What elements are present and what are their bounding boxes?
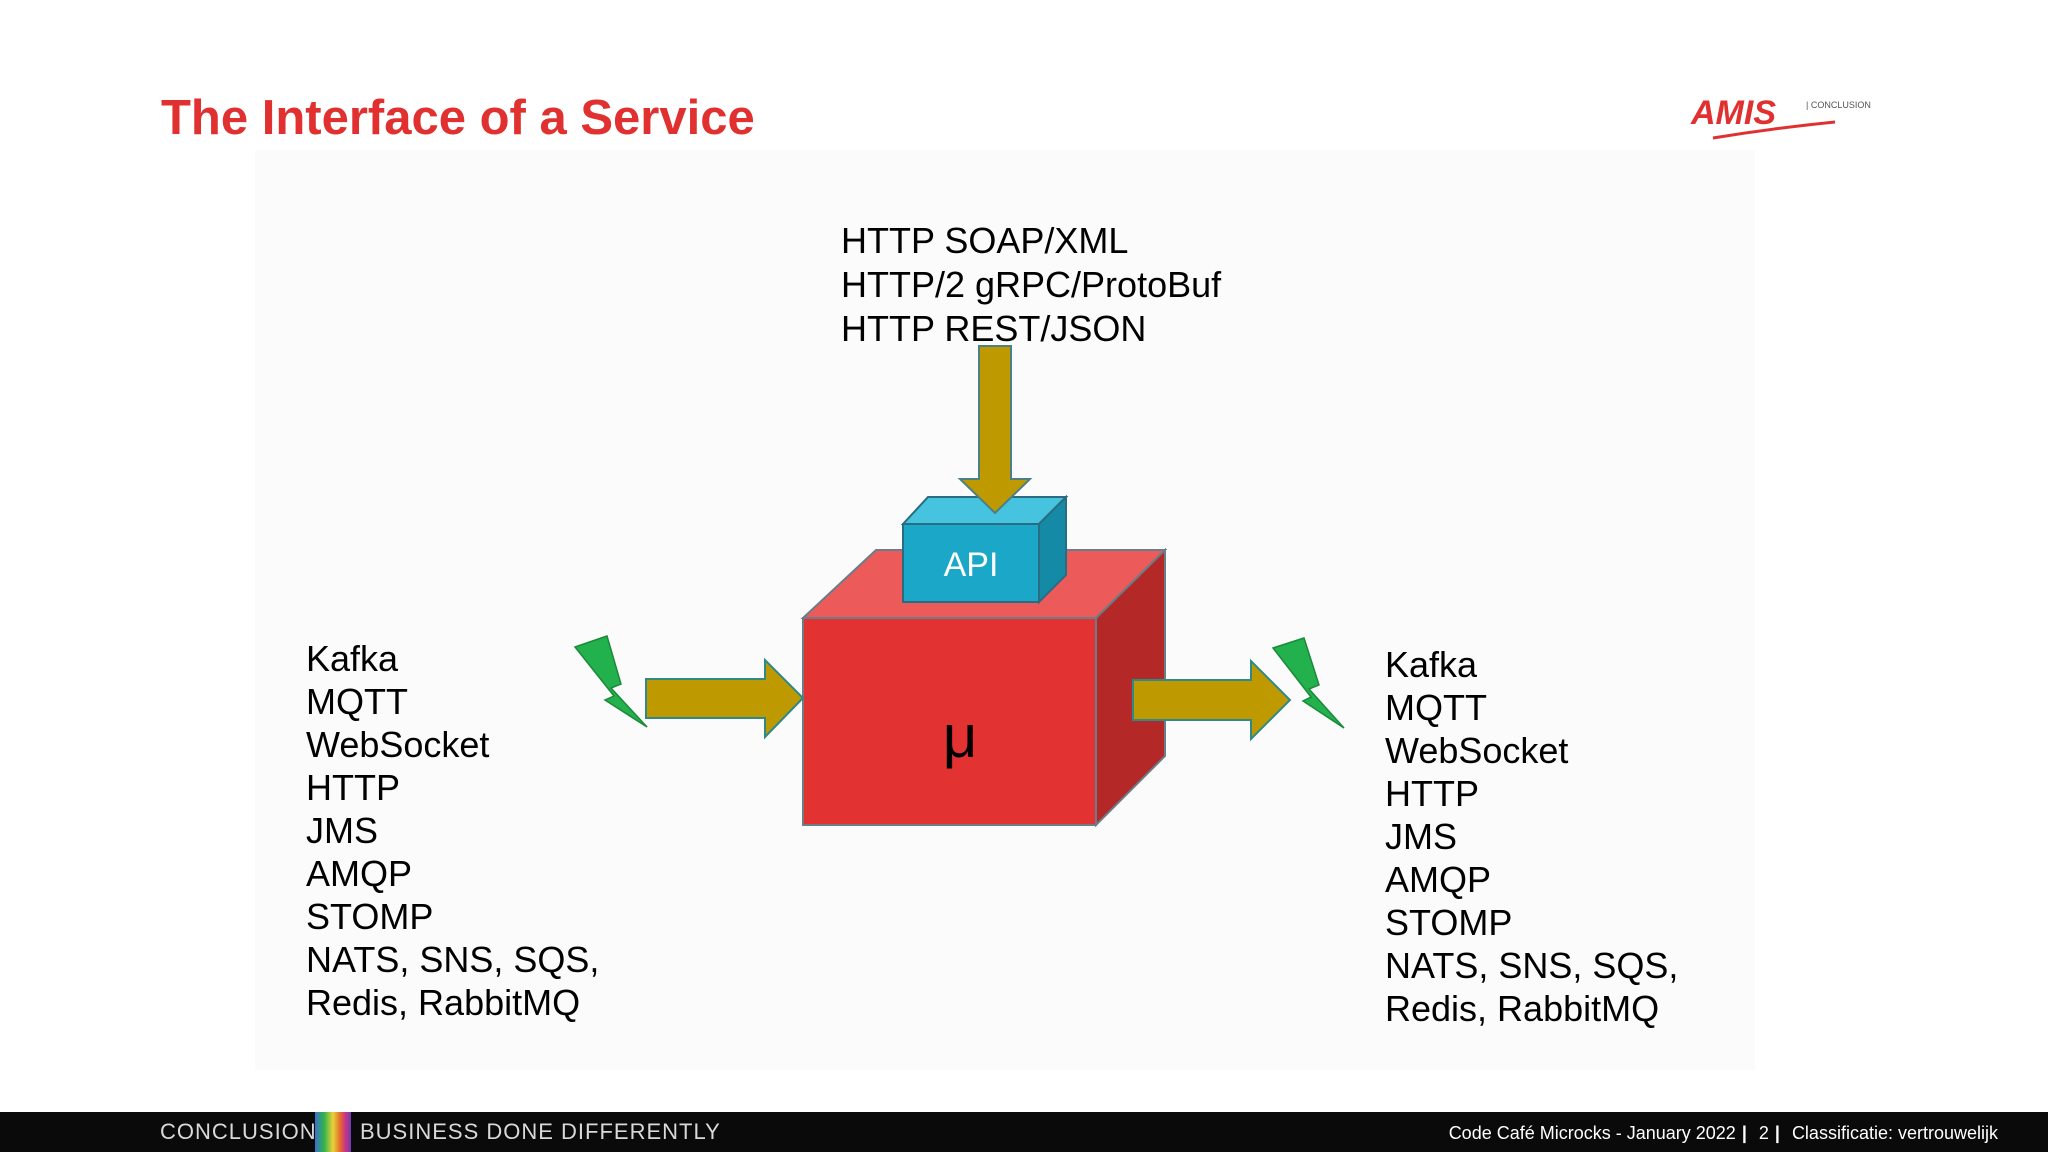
- footer-meta: Code Café Microcks - January 2022|2|Clas…: [1449, 1122, 1998, 1144]
- footer-slogan: BUSINESS DONE DIFFERENTLY: [360, 1119, 721, 1144]
- footer-classification: Classificatie: vertrouwelijk: [1791, 1123, 1998, 1143]
- protocol-item: HTTP: [306, 767, 400, 808]
- logo-tagline: | CONCLUSION: [1806, 100, 1871, 110]
- protocol-item: HTTP/2 gRPC/ProtoBuf: [841, 264, 1222, 305]
- amis-logo: AMIS | CONCLUSION: [1690, 94, 1871, 140]
- protocol-item: HTTP REST/JSON: [841, 308, 1147, 349]
- protocol-item: HTTP SOAP/XML: [841, 220, 1129, 261]
- footer-brand: CONCLUSION: [160, 1119, 317, 1144]
- protocol-item: WebSocket: [1385, 730, 1569, 771]
- slide-title: The Interface of a Service: [161, 91, 755, 145]
- protocol-item: JMS: [306, 810, 378, 851]
- inbound-async-protocol-list: Kafka MQTT WebSocket HTTP JMS AMQP STOMP…: [306, 637, 599, 1024]
- outbound-event-arrow: [1132, 658, 1292, 742]
- slide-footer: CONCLUSION BUSINESS DONE DIFFERENTLY Cod…: [0, 1112, 2048, 1152]
- protocol-item: JMS: [1385, 816, 1457, 857]
- footer-event: Code Café Microcks - January 2022: [1448, 1123, 1736, 1143]
- footer-color-stripe: [315, 1112, 351, 1152]
- protocol-item: NATS, SNS, SQS,: [306, 939, 600, 980]
- logo-wordmark: AMIS: [1690, 94, 1776, 132]
- protocol-item: AMQP: [306, 853, 413, 894]
- protocol-item: Redis, RabbitMQ: [306, 982, 581, 1023]
- protocol-item: MQTT: [1385, 687, 1487, 728]
- sync-protocol-list: HTTP SOAP/XML HTTP/2 gRPC/ProtoBuf HTTP …: [841, 219, 1221, 351]
- api-front-face: [902, 523, 1040, 603]
- lightning-icon: [1271, 637, 1345, 729]
- protocol-item: MQTT: [306, 681, 408, 722]
- protocol-item: STOMP: [1385, 902, 1513, 943]
- outbound-async-protocol-list: Kafka MQTT WebSocket HTTP JMS AMQP STOMP…: [1385, 643, 1678, 1030]
- protocol-item: HTTP: [1385, 773, 1479, 814]
- service-label: μ: [943, 703, 978, 770]
- protocol-item: Redis, RabbitMQ: [1385, 988, 1660, 1029]
- logo-swoosh: [1712, 120, 1836, 140]
- protocol-item: STOMP: [306, 896, 434, 937]
- footer-separator: |: [1741, 1123, 1747, 1143]
- api-label: API: [944, 546, 999, 584]
- protocol-item: AMQP: [1385, 859, 1492, 900]
- inbound-event-arrow: [645, 657, 805, 740]
- sync-request-arrow: [957, 345, 1033, 515]
- protocol-item: Kafka: [1385, 644, 1478, 685]
- protocol-item: NATS, SNS, SQS,: [1385, 945, 1679, 986]
- protocol-item: WebSocket: [306, 724, 490, 765]
- footer-separator: |: [1774, 1123, 1780, 1143]
- footer-page-number: 2: [1758, 1123, 1769, 1143]
- lightning-icon: [573, 635, 648, 728]
- api-block: API: [900, 494, 1069, 605]
- service-cube: μ: [800, 547, 1168, 828]
- protocol-item: Kafka: [306, 638, 399, 679]
- cube-front-face: [802, 617, 1097, 826]
